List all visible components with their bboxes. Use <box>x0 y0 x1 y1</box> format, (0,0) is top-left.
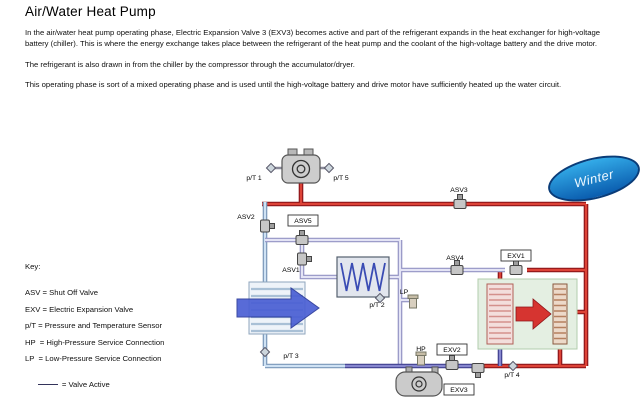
asv5-valve-icon <box>295 230 309 245</box>
label-pt3: p/T 3 <box>283 353 299 360</box>
exv3-label-box <box>443 383 475 396</box>
body-text: In the air/water heat pump operating pha… <box>25 27 617 100</box>
label-lp: LP <box>400 289 409 296</box>
airflow-arrow-icon <box>236 287 320 329</box>
chiller-assembly <box>477 278 578 350</box>
exv1-valve-icon <box>509 260 523 275</box>
label-pt5: p/T 5 <box>333 175 349 182</box>
label-exv3: EXV3 <box>450 387 468 394</box>
exv2-label-box <box>436 343 468 356</box>
exv2-valve-icon <box>445 355 459 370</box>
key-heading: Key: <box>25 262 41 271</box>
key-legend: Key: ASV = Shut Off Valve EXV = Electric… <box>25 262 164 405</box>
key-entry-asv: ASV = Shut Off Valve <box>25 288 99 297</box>
asv2-valve-icon <box>260 219 275 233</box>
compressor <box>271 148 329 184</box>
coolant-flow-arrow-icon <box>515 298 552 330</box>
pt5-sensor-icon <box>323 162 335 174</box>
label-pt1: p/T 1 <box>246 175 262 182</box>
lp-service-connection-icon <box>407 294 419 309</box>
page-title: Air/Water Heat Pump <box>25 4 156 19</box>
label-pt4: p/T 4 <box>504 372 520 379</box>
accumulator-dryer <box>395 366 443 397</box>
key-entry-valve-active: = Valve Active <box>25 371 164 398</box>
paragraph-2: The refrigerant is also drawn in from th… <box>25 59 355 69</box>
exv1-label-box <box>500 249 532 262</box>
label-asv3: ASV3 <box>450 187 468 194</box>
drive-motor-heat-exchanger <box>552 283 568 345</box>
label-asv4: ASV4 <box>446 255 464 262</box>
label-asv1: ASV1 <box>282 267 300 274</box>
asv3-valve-icon <box>453 194 467 209</box>
heat-pump-circuit-diagram: p/T 1 p/T 5 ASV3 ASV2 ASV5 ASV1 ASV4 EXV… <box>236 148 589 397</box>
label-exv1: EXV1 <box>507 253 525 260</box>
asv4-valve-icon <box>450 260 464 275</box>
label-hp: HP <box>416 346 426 353</box>
key-entry-lp: LP = Low-Pressure Service Connection <box>25 354 162 363</box>
pt4-sensor-icon <box>507 360 519 372</box>
pt3-sensor-icon <box>259 346 271 358</box>
label-exv2: EXV2 <box>443 347 461 354</box>
label-asv2: ASV2 <box>237 214 255 221</box>
hp-service-connection-icon <box>415 351 427 366</box>
exv3-valve-icon <box>471 363 485 378</box>
key-entry-hp: HP = High-Pressure Service Connection <box>25 337 165 347</box>
chiller-heat-exchanger <box>486 283 514 345</box>
valve-active-line-icon <box>37 383 58 385</box>
label-asv5: ASV5 <box>294 218 312 225</box>
pt1-sensor-icon <box>265 162 277 174</box>
asv5-label-box <box>287 214 319 227</box>
interior-heat-exchanger <box>336 256 390 298</box>
hot-pipes <box>262 182 589 369</box>
label-pt2: p/T 2 <box>369 302 385 309</box>
key-entry-pt: p/T = Pressure and Temperature Sensor <box>25 321 163 330</box>
paragraph-1: In the air/water heat pump operating pha… <box>25 28 601 49</box>
asv1-valve-icon <box>297 252 312 266</box>
key-entry-exv: EXV = Electric Expansion Valve <box>25 304 134 314</box>
paragraph-3: This operating phase is sort of a mixed … <box>25 80 562 90</box>
valve-active-label: = Valve Active <box>61 379 110 389</box>
